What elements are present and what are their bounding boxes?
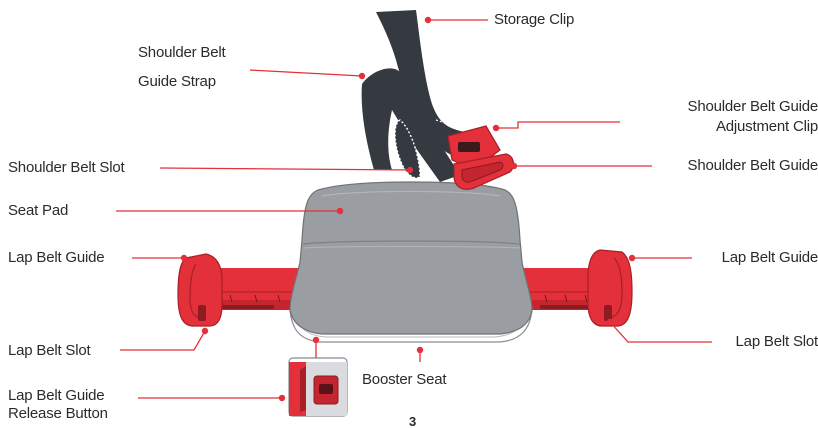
page-number: 3 [409, 414, 417, 428]
left-lap-belt-guide [177, 253, 223, 327]
shoulder-belt-guide-piece [453, 153, 515, 190]
label-adjustment-clip-line2: Adjustment Clip [715, 118, 818, 135]
release-button-inset [288, 357, 348, 417]
label-lap-belt-guide-right: Lap Belt Guide [721, 249, 818, 266]
label-shoulder-belt-guide-strap-line1: Shoulder Belt [138, 44, 226, 61]
label-lap-belt-slot-right: Lap Belt Slot [735, 333, 818, 350]
leader-dots [180, 16, 636, 402]
leader-lines [116, 19, 712, 399]
label-release-button-line1: Lap Belt Guide [8, 387, 105, 404]
label-release-button-line2: Release Button [8, 405, 108, 422]
label-shoulder-belt-guide: Shoulder Belt Guide [687, 157, 818, 174]
label-booster-seat: Booster Seat [362, 371, 447, 388]
label-shoulder-belt-slot: Shoulder Belt Slot [8, 159, 125, 176]
label-adjustment-clip-line1: Shoulder Belt Guide [687, 98, 818, 115]
label-shoulder-belt-guide-strap-line2: Guide Strap [138, 73, 216, 90]
shoulder-belt-guide-strap [361, 68, 460, 182]
storage-strap [376, 10, 494, 161]
label-lap-belt-guide-left: Lap Belt Guide [8, 249, 105, 266]
seat-pad [289, 181, 533, 335]
label-lap-belt-slot-left: Lap Belt Slot [8, 342, 91, 359]
label-seat-pad: Seat Pad [8, 202, 69, 219]
label-storage-clip: Storage Clip [494, 11, 575, 28]
right-lap-belt-guide [587, 249, 633, 327]
